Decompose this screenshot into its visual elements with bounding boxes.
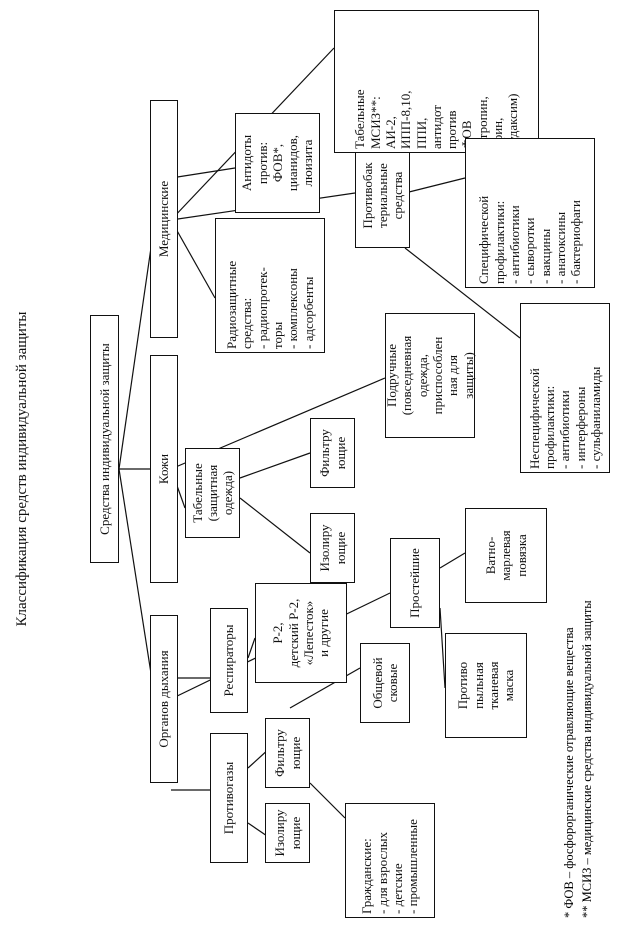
civil-node: Гражданские: - для взрослых - детские - … bbox=[345, 803, 435, 918]
simplest-node-label: Простейшие bbox=[407, 548, 423, 618]
gasmasks-node: Противогазы bbox=[210, 733, 248, 863]
respirator-types-node: Р-2, детский Р-2, «Лепесток» и другие bbox=[255, 583, 347, 683]
tabel-skin-node-label: Табельные (защитная одежда) bbox=[189, 463, 236, 523]
gauze-node: Ватно- марлевая повязка bbox=[465, 508, 547, 603]
radio-node-label: Радиозащитные средства: - радиопротек- т… bbox=[224, 260, 316, 349]
antibac-node: Противобак териальные средства bbox=[355, 143, 410, 248]
antidotes-node-label: Антидоты против: ФОВ*, цианидов, люизита bbox=[239, 134, 316, 192]
general-node: Общевой сковые bbox=[360, 643, 410, 723]
dust-mask-node: Противо пыльная тканевая маска bbox=[445, 633, 527, 738]
iso-skin-node-label: Изолиру ющие bbox=[317, 524, 348, 572]
radio-node: Радиозащитные средства: - радиопротек- т… bbox=[215, 218, 325, 353]
iso-resp-node-label: Изолиру ющие bbox=[272, 809, 303, 857]
specific-node: Специфической профилактики: - антибиотик… bbox=[465, 138, 595, 288]
med-node-label: Медицинские bbox=[156, 180, 172, 258]
nonspecific-node: Неспецифической профилактики: - антибиот… bbox=[520, 303, 610, 473]
respirators-node: Респираторы bbox=[210, 608, 248, 713]
antidotes-node: Антидоты против: ФОВ*, цианидов, люизита bbox=[235, 113, 320, 213]
root-node: Средства индивидуальной защиты bbox=[90, 315, 119, 563]
gasmasks-node-label: Противогазы bbox=[221, 761, 237, 835]
filt-skin-node-label: Фильтру ющие bbox=[317, 429, 348, 477]
iso-resp-node: Изолиру ющие bbox=[265, 803, 310, 863]
respirator-types-node-label: Р-2, детский Р-2, «Лепесток» и другие bbox=[270, 598, 332, 668]
improvised-node: Подручные (повседневная одежда, приспосо… bbox=[384, 313, 476, 438]
iso-skin-node: Изолиру ющие bbox=[310, 513, 355, 583]
improvised-node-label: Подручные (повседневная одежда, приспосо… bbox=[384, 335, 476, 416]
tabel-skin-node: Табельные (защитная одежда) bbox=[185, 448, 240, 538]
dust-mask-node-label: Противо пыльная тканевая маска bbox=[455, 661, 517, 710]
gauze-node-label: Ватно- марлевая повязка bbox=[483, 530, 529, 581]
respirators-node-label: Респираторы bbox=[221, 624, 237, 697]
simplest-node: Простейшие bbox=[390, 538, 440, 628]
resp-node: Органов дыхания bbox=[150, 615, 178, 783]
skin-node-label: Кожи bbox=[156, 453, 172, 485]
nonspecific-node-label: Неспецифической профилактики: - антибиот… bbox=[526, 366, 603, 469]
med-node: Медицинские bbox=[150, 100, 178, 338]
root-node-label: Средства индивидуальной защиты bbox=[96, 343, 112, 535]
diagram-title: Классификация средств индивидуальной защ… bbox=[14, 311, 30, 627]
tabel-med-node: Табельные МСИЗ**: АИ-2, ИПП-8,10, ППИ, а… bbox=[334, 10, 539, 153]
filt-resp-node: Фильтру ющие bbox=[265, 718, 310, 788]
antibac-node-label: Противобак териальные средства bbox=[359, 162, 406, 229]
filt-resp-node-label: Фильтру ющие bbox=[272, 729, 303, 777]
specific-node-label: Специфической профилактики: - антибиотик… bbox=[476, 195, 584, 284]
skin-node: Кожи bbox=[150, 355, 178, 583]
filt-skin-node: Фильтру ющие bbox=[310, 418, 355, 488]
resp-node-label: Органов дыхания bbox=[156, 650, 172, 748]
civil-node-label: Гражданские: - для взрослых - детские - … bbox=[359, 819, 421, 914]
general-node-label: Общевой сковые bbox=[369, 657, 400, 709]
